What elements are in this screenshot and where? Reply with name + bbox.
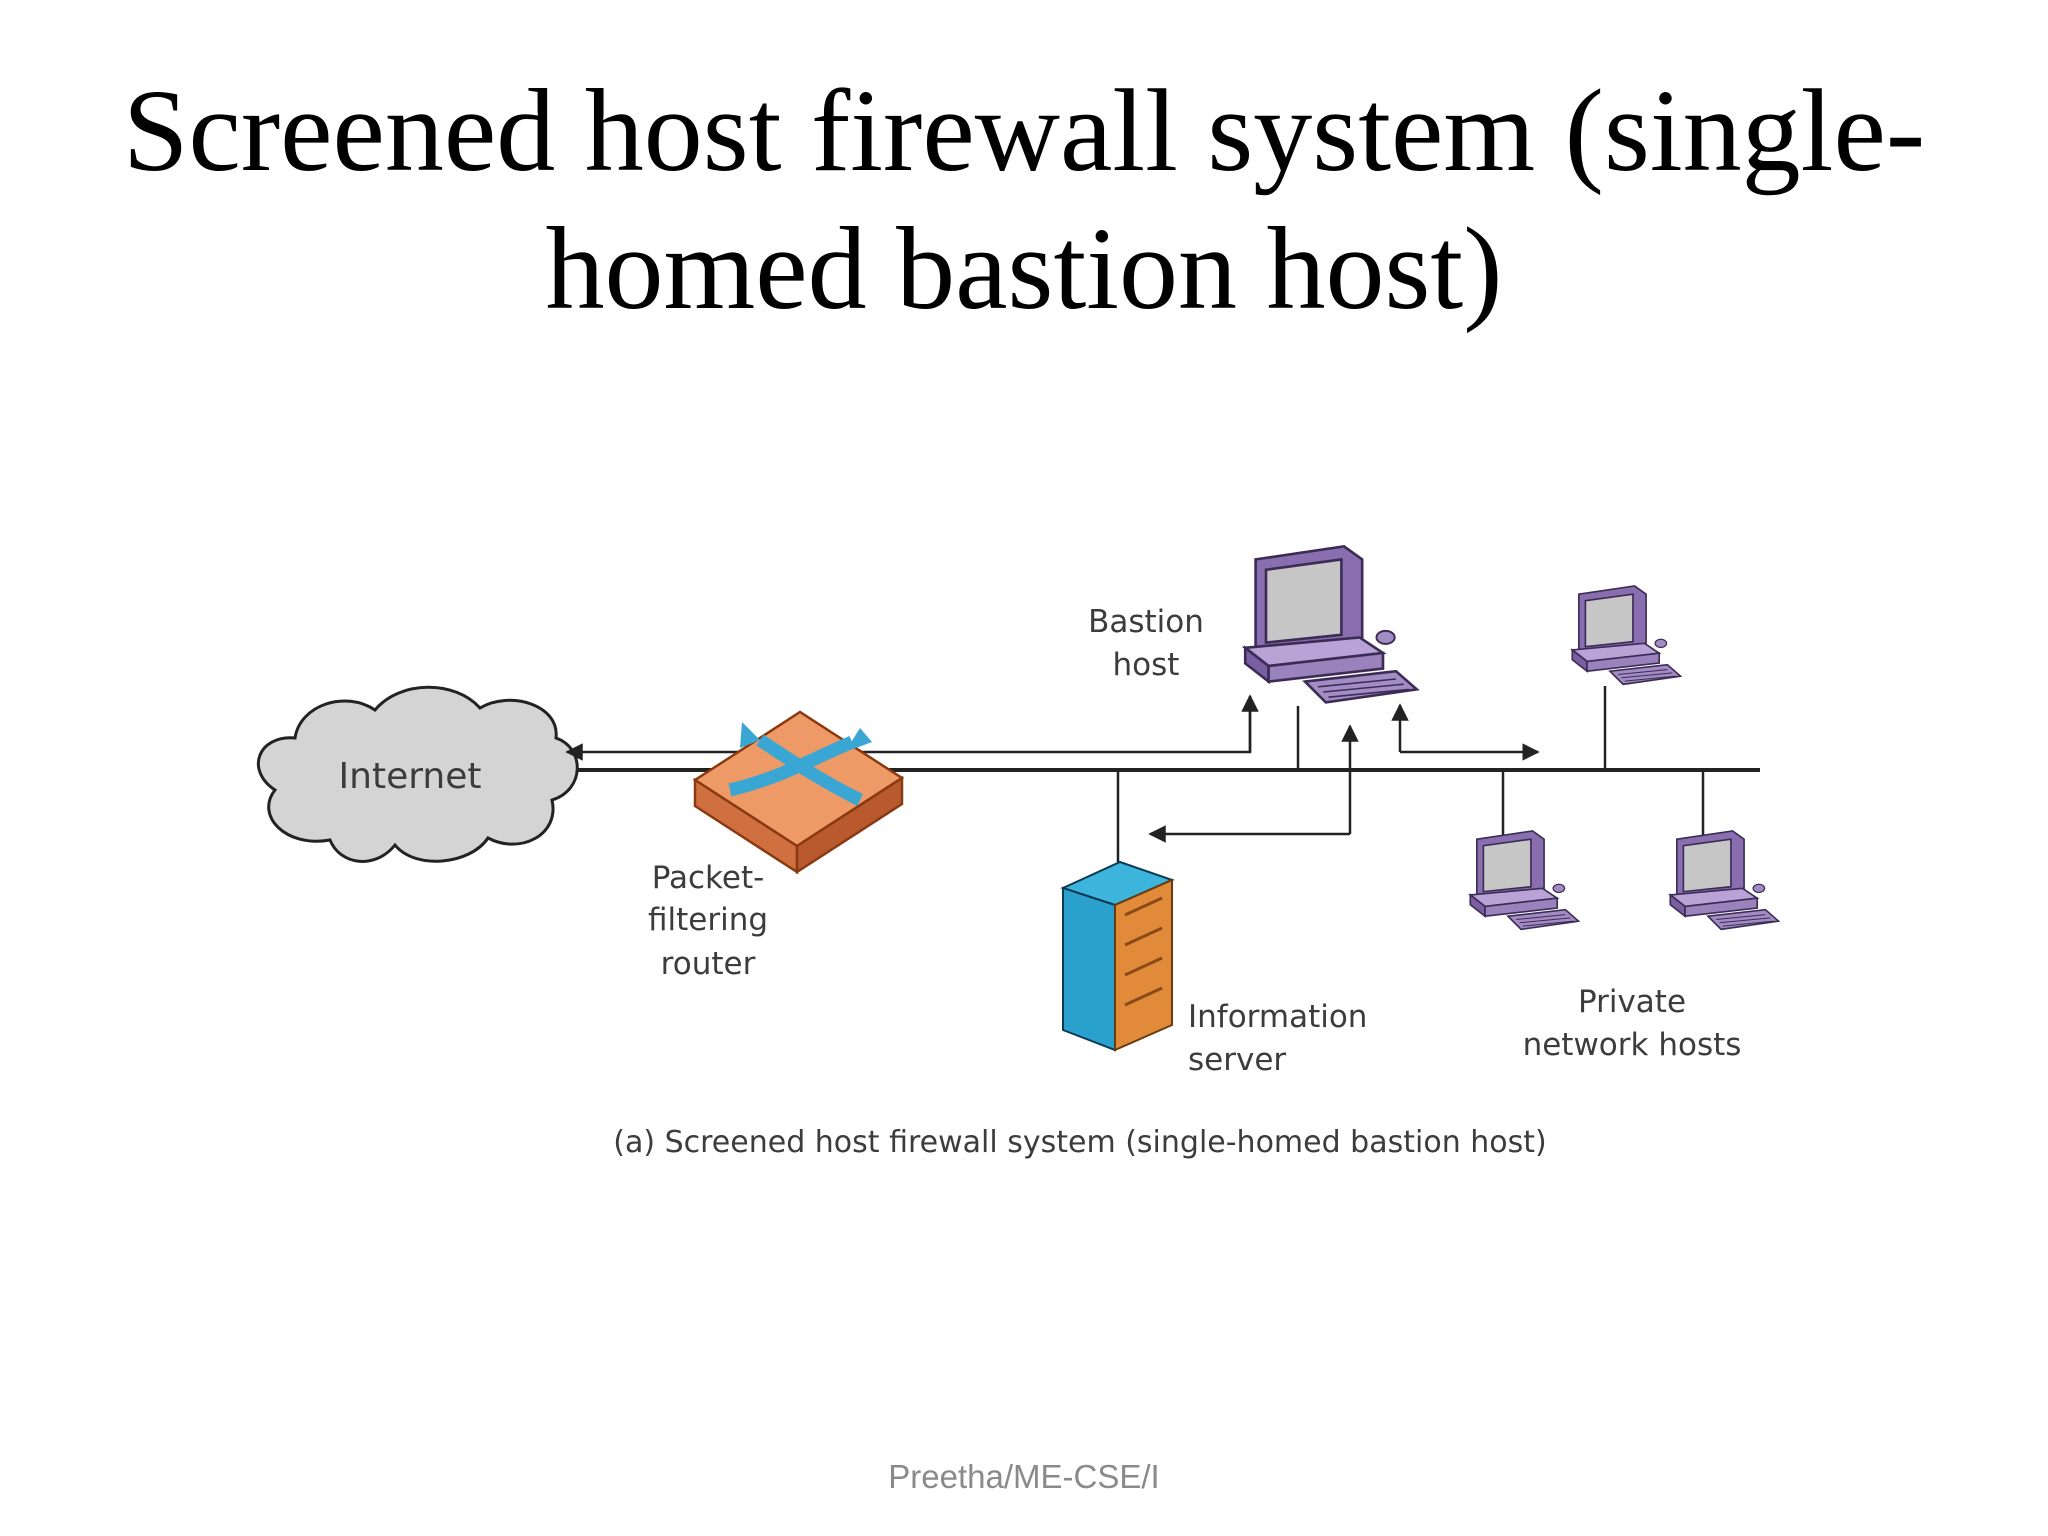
internet-label: Internet <box>339 756 482 797</box>
private-host-computer-icon-3 <box>1669 830 1780 931</box>
arrow-to-internet <box>565 710 1252 761</box>
private-host-computer-icon-2 <box>1469 830 1580 931</box>
title-line-2: homed bastion host) <box>545 203 1503 334</box>
bastion-label-2: host <box>1113 647 1180 683</box>
title-line-1: Screened host firewall system (single- <box>122 65 1926 196</box>
diagram-caption: (a) Screened host firewall system (singl… <box>613 1125 1546 1160</box>
private-hosts-label-2: network hosts <box>1523 1027 1742 1063</box>
slide-title: Screened host firewall system (single- h… <box>0 62 2048 338</box>
info-server-label-1: Information <box>1188 999 1367 1035</box>
private-hosts-label-1: Private <box>1578 984 1686 1020</box>
router-label-2: filtering <box>648 902 768 938</box>
info-server-label-2: server <box>1188 1042 1286 1078</box>
private-host-computer-icon-1 <box>1571 585 1682 686</box>
bastion-host-computer-icon <box>1243 545 1419 704</box>
information-server-icon <box>1060 860 1175 1052</box>
packet-filtering-router-icon <box>692 710 905 875</box>
router-label-3: router <box>661 946 756 982</box>
router-label-1: Packet- <box>652 860 765 896</box>
slide-footer: Preetha/ME-CSE/I <box>888 1458 1160 1495</box>
bastion-label-1: Bastion <box>1088 604 1204 640</box>
internet-cloud <box>256 685 579 863</box>
